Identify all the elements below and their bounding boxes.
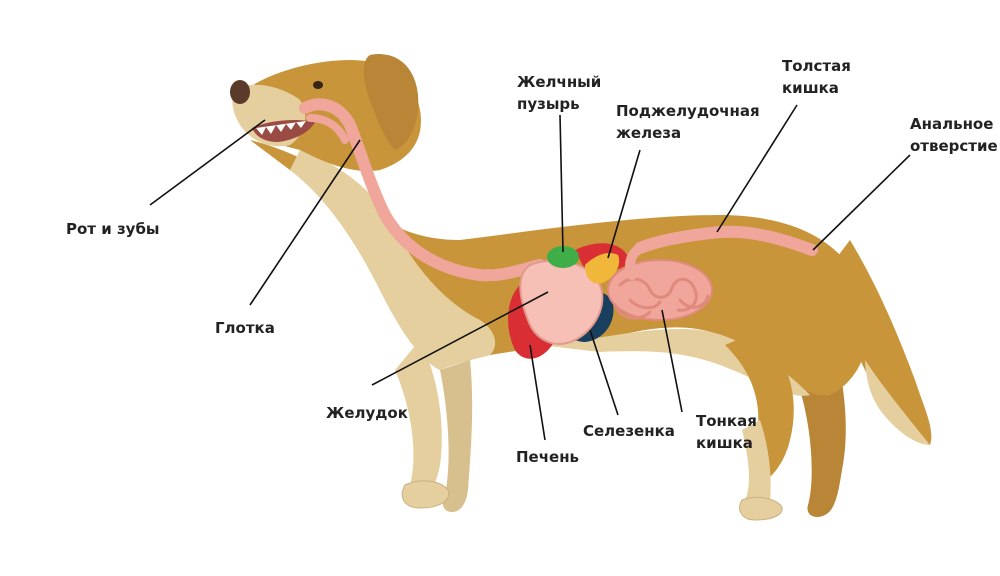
- leader-anus: [812, 154, 911, 251]
- label-spleen: Селезенка: [583, 422, 675, 440]
- label-stomach: Желудок: [326, 404, 408, 422]
- ear: [363, 54, 419, 150]
- teeth: [256, 121, 306, 135]
- near-hind-leg: [725, 330, 794, 485]
- label-anus: Анальное отверстие: [910, 115, 998, 155]
- leader-pancreas: [607, 149, 641, 259]
- near-front-leg: [395, 340, 442, 501]
- label-mouth-and-teeth: Рот и зубы: [66, 220, 160, 238]
- leader-mouth: [149, 119, 266, 206]
- leader-gallbladder: [559, 114, 564, 253]
- far-front-leg: [440, 360, 473, 512]
- pharynx-fork: [306, 114, 349, 144]
- label-large-intestine: Толстая кишка: [782, 57, 851, 97]
- label-pharynx: Глотка: [215, 319, 275, 337]
- label-pancreas: Поджелудочная железа: [616, 102, 760, 142]
- large-intestine: [634, 225, 818, 256]
- label-gallbladder: Желчный пузырь: [517, 73, 602, 113]
- leader-spleen: [589, 329, 619, 416]
- near-hind-leg-lower: [742, 420, 771, 515]
- leader-lines: [149, 104, 911, 441]
- pancreas: [585, 253, 620, 284]
- label-small-intestine: Тонкая кишка: [696, 412, 757, 452]
- leader-liver: [529, 344, 546, 441]
- gallbladder: [547, 246, 579, 268]
- leader-pharynx: [249, 139, 361, 306]
- leader-large-intestine: [716, 104, 798, 233]
- leader-stomach: [371, 291, 549, 386]
- leader-small-intestine: [661, 309, 683, 413]
- chest-fur: [290, 150, 496, 370]
- small-intestine: [607, 259, 713, 321]
- near-hind-paw: [739, 496, 783, 521]
- label-liver: Печень: [516, 448, 580, 466]
- nose: [230, 80, 250, 104]
- tail-fringe: [865, 360, 930, 445]
- near-front-paw: [401, 480, 450, 509]
- esophagus: [299, 98, 546, 282]
- stomach: [519, 259, 604, 345]
- large-intestine-link: [625, 243, 645, 280]
- eye: [313, 81, 323, 89]
